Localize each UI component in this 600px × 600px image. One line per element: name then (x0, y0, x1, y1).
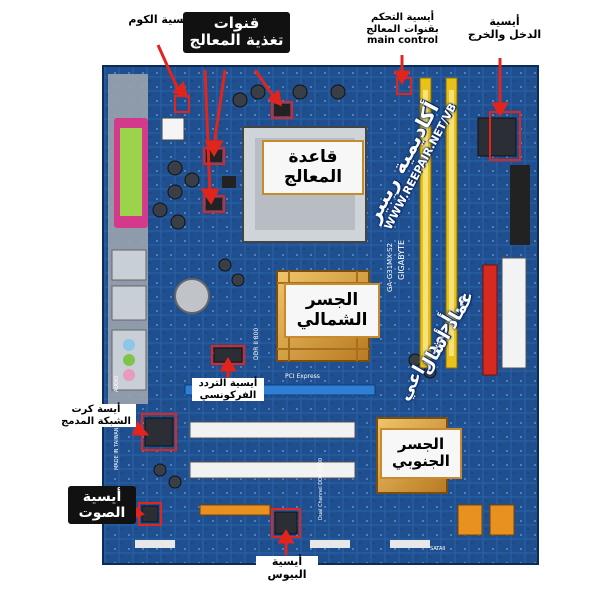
usb-ports (111, 249, 147, 281)
front-panel-headers (135, 540, 430, 548)
audio-chip (141, 505, 159, 523)
pcie-x1-slot (199, 504, 271, 516)
arrows (121, 44, 509, 555)
capacitors (152, 84, 437, 489)
floppy-connector (510, 165, 530, 245)
atx-24pin-connector (501, 257, 527, 369)
label-cpu-power-channels: قنوات تغذية المعالج (183, 12, 290, 53)
board-pci-text: PCI Express (285, 373, 320, 380)
board-model-text: GA-G31MX-S2 (386, 243, 394, 292)
label-main-control: أيسية التحكم بقنوات المعالج main control (340, 12, 465, 47)
label-ram-controller: أيسية الكوم (95, 12, 225, 27)
label-audio-chip: أيسية الصوت (68, 486, 136, 525)
label-io-controller: أيسية الدخل والخرج (462, 15, 547, 42)
atx-12v-connector (161, 117, 185, 141)
lan-port (111, 285, 147, 321)
pci-slot-2 (189, 461, 356, 479)
label-clock-generator: أيسية التردد الفركونسي (192, 378, 264, 401)
sata-connector-1 (457, 504, 483, 536)
board-audio-text: AUDIO (114, 376, 120, 392)
board-dual-text: Dual Channel DDR II 800 (318, 458, 324, 520)
pcie-x16-slot (184, 384, 376, 396)
board-brand-text: GIGABYTE (397, 240, 406, 280)
label-north-bridge: الجسر الشمالي (284, 283, 380, 339)
label-south-bridge: الجسر الجنوبي (380, 428, 462, 479)
power-mosfets (206, 104, 290, 210)
io-controller-chip (477, 117, 517, 157)
pci-slot-1 (189, 421, 356, 439)
lan-chip (144, 417, 174, 447)
sata-connector-2 (489, 504, 515, 536)
board-made-text: MADE IN TAIWAN (114, 427, 120, 470)
label-cpu-socket: قاعدة المعالج (262, 140, 364, 196)
ide-connector (482, 264, 498, 376)
board-sata-text: SATAII (430, 546, 445, 552)
board-ddr-text: DDR II 800 (253, 328, 260, 360)
cmos-battery (174, 278, 210, 314)
label-bios-chip: أيسية البيوس (256, 555, 318, 582)
label-lan-chip: أيسة كرت الشبكة المدمج (56, 404, 136, 427)
